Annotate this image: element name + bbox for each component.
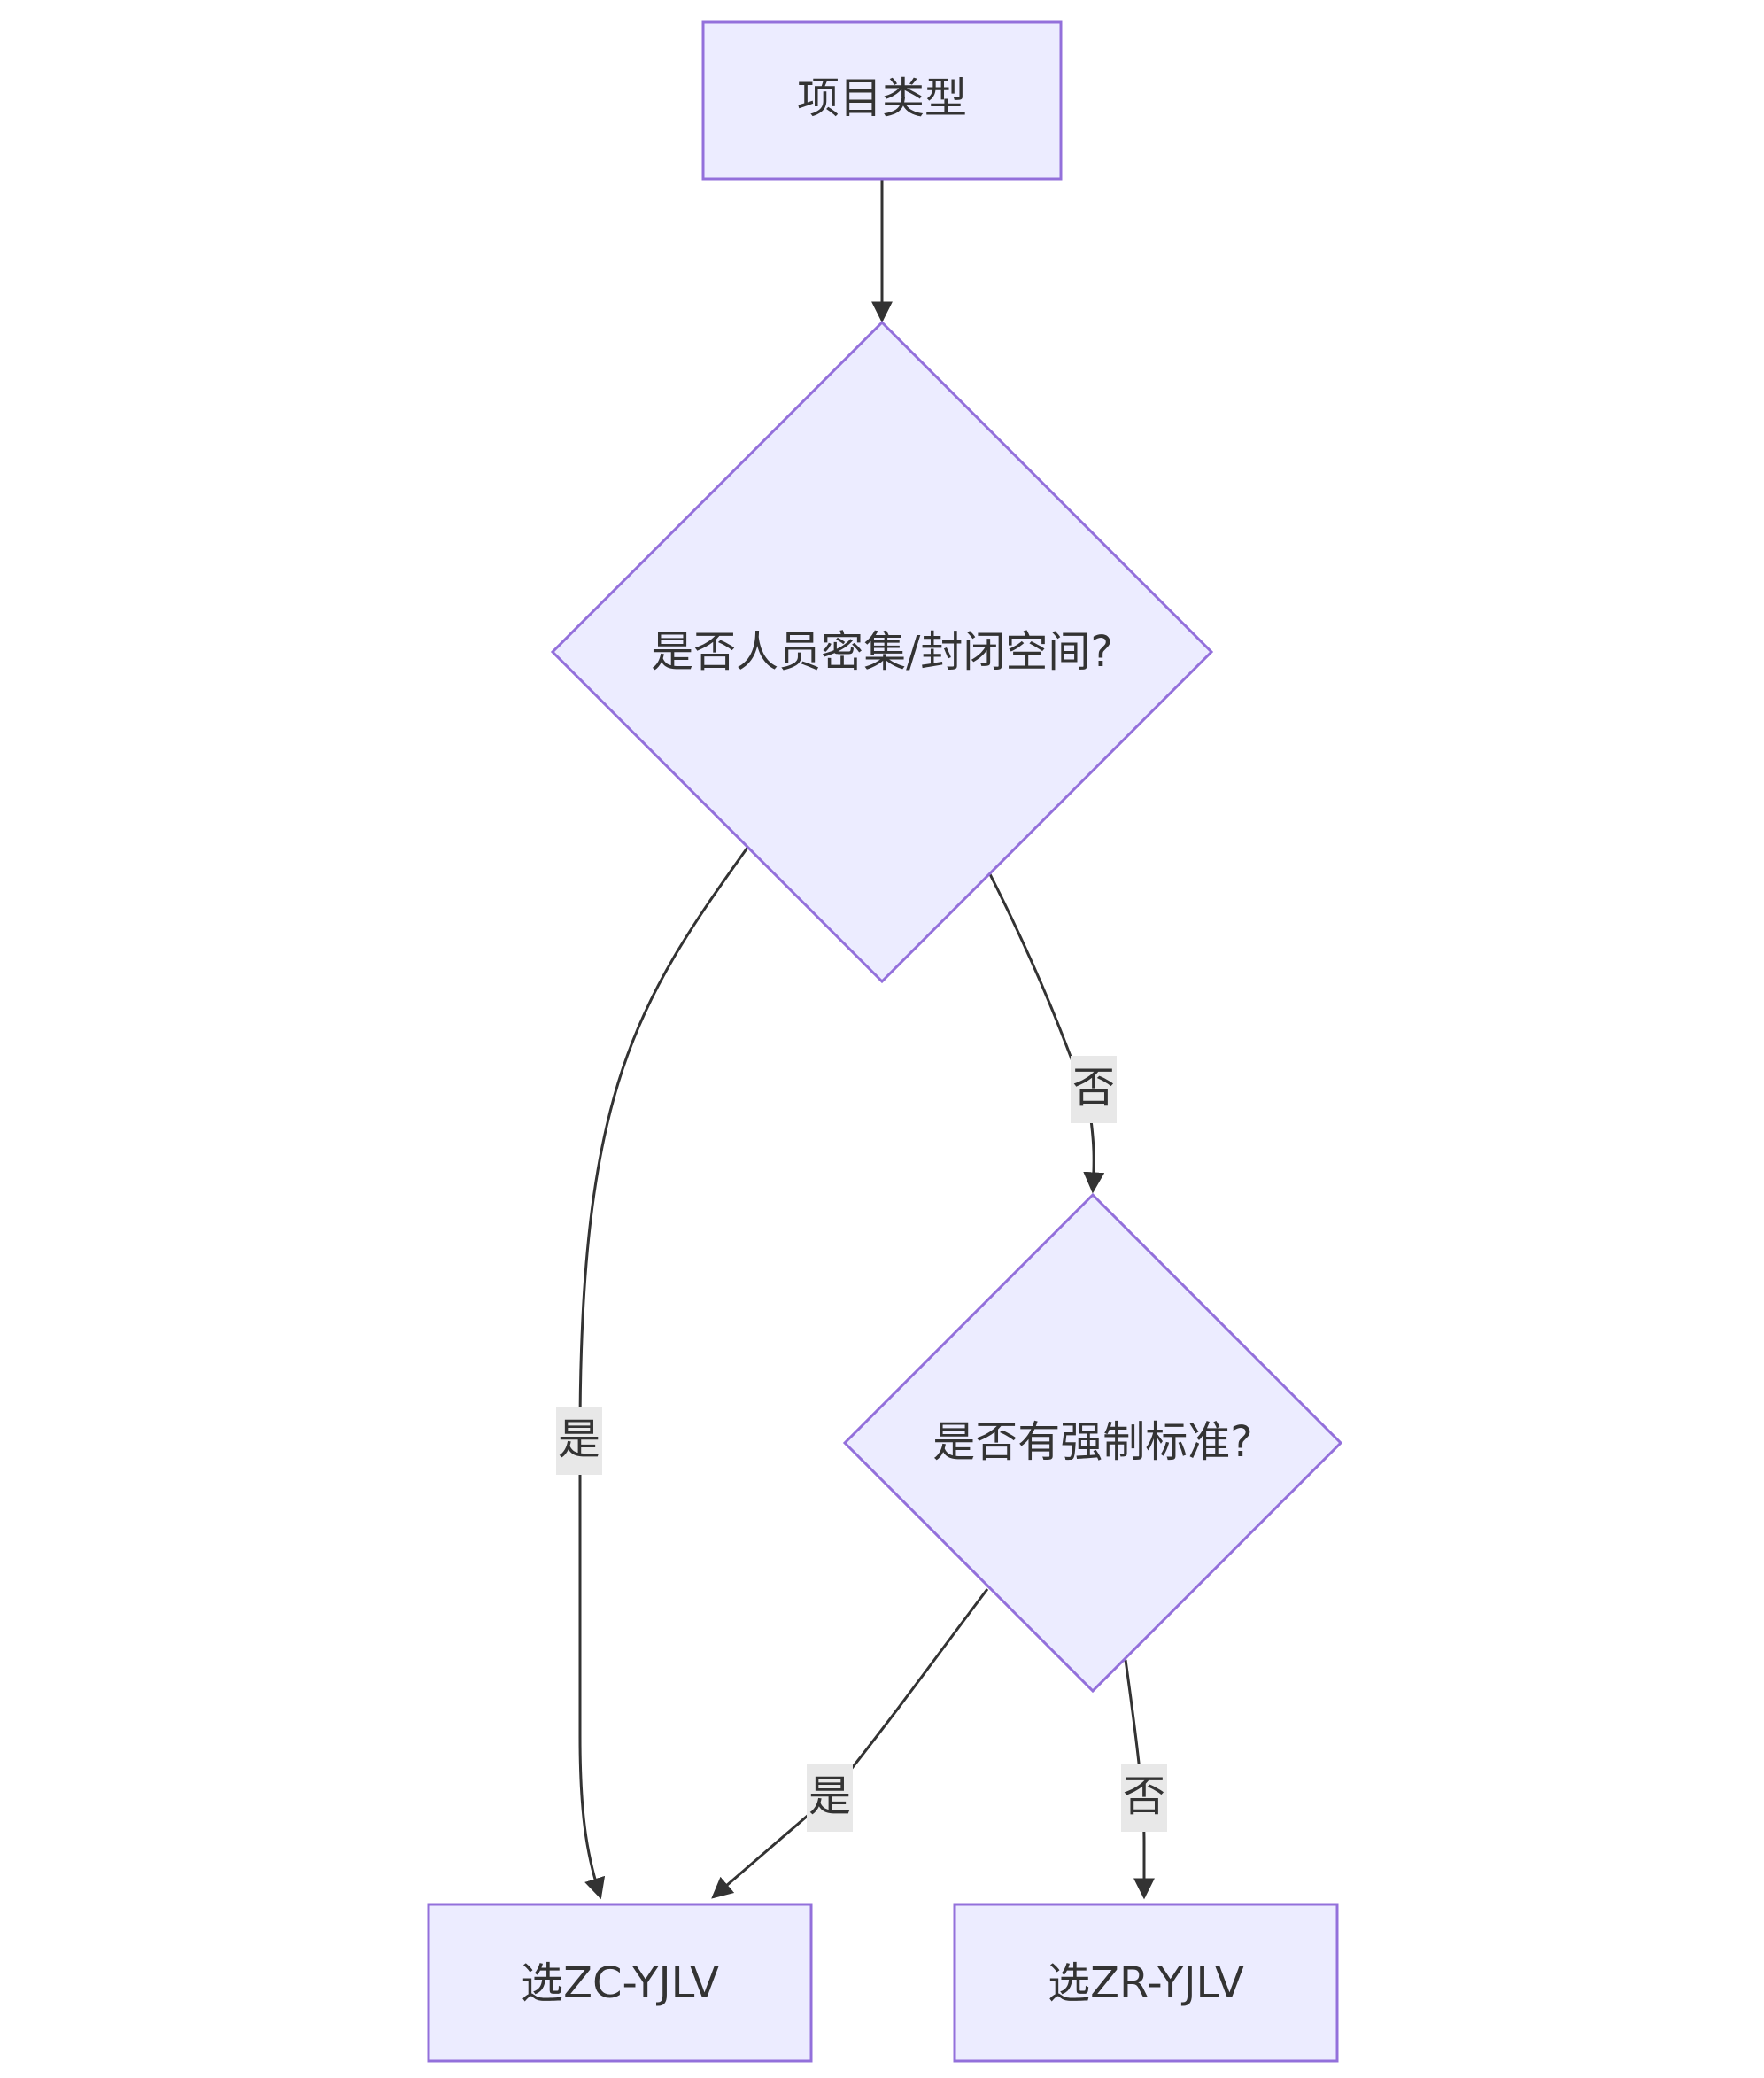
edge-label-crowded-yes-text: 是	[558, 1415, 600, 1464]
node-choose-zr: 选ZR-YJLV	[953, 1903, 1339, 2063]
edge-crowded-no	[988, 873, 1105, 1194]
edge-mandatory-yes	[711, 1588, 989, 1899]
edge-label-crowded-no: 否	[1071, 1056, 1117, 1123]
edge-label-mandatory-no: 否	[1121, 1764, 1167, 1832]
edge-label-crowded-yes: 是	[556, 1407, 602, 1475]
node-decision-crowded-label: 是否人员密集/封闭空间?	[651, 627, 1113, 677]
edge-label-mandatory-no-text: 否	[1123, 1772, 1165, 1821]
edge-label-mandatory-yes: 是	[807, 1764, 853, 1832]
node-project-type-label: 项目类型	[797, 74, 967, 123]
node-decision-crowded: 是否人员密集/封闭空间?	[550, 320, 1214, 984]
node-choose-zc: 选ZC-YJLV	[427, 1903, 813, 2063]
node-choose-zr-label: 选ZR-YJLV	[1048, 1958, 1244, 2008]
node-decision-mandatory-label: 是否有强制标准?	[932, 1417, 1252, 1467]
edge-crowded-yes	[578, 847, 749, 1900]
edge-label-crowded-no-text: 否	[1072, 1063, 1115, 1113]
node-decision-mandatory: 是否有强制标准?	[842, 1192, 1343, 1694]
node-project-type: 项目类型	[701, 20, 1063, 181]
node-choose-zc-label: 选ZC-YJLV	[521, 1958, 719, 2008]
edge-label-mandatory-yes-text: 是	[808, 1772, 851, 1821]
